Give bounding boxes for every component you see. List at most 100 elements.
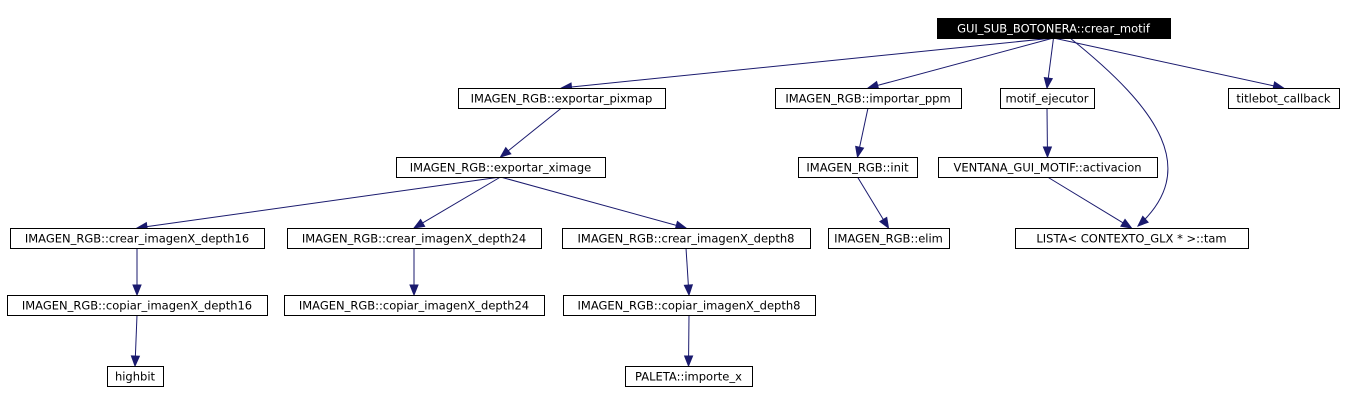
edge-imp_ppm-to-init — [855, 107, 869, 159]
node-label: IMAGEN_RGB::exportar_ximage — [410, 161, 591, 175]
node-elim[interactable]: IMAGEN_RGB::elim — [828, 228, 950, 249]
node-exp_pixmap[interactable]: IMAGEN_RGB::exportar_pixmap — [458, 88, 666, 109]
node-label: IMAGEN_RGB::init — [806, 161, 909, 175]
edge-line — [571, 37, 1054, 88]
edge-arrowhead — [132, 284, 142, 297]
edge-arrowhead — [1120, 218, 1133, 229]
node-box[interactable] — [396, 157, 606, 178]
node-box[interactable] — [563, 295, 816, 316]
edge-root-to-titlebot — [1053, 37, 1285, 91]
edges-layer — [130, 37, 1285, 368]
node-copiar8[interactable]: IMAGEN_RGB::copiar_imagenX_depth8 — [563, 295, 816, 316]
edge-line — [1053, 37, 1274, 87]
node-label: IMAGEN_RGB::copiar_imagenX_depth24 — [299, 299, 529, 313]
edge-line — [507, 107, 562, 152]
edge-motif_ej-to-activacion — [1042, 107, 1053, 159]
edge-line — [857, 176, 884, 220]
node-paleta[interactable]: PALETA::importe_x — [625, 366, 753, 387]
node-box[interactable] — [284, 295, 545, 316]
node-label: IMAGEN_RGB::crear_imagenX_depth24 — [302, 232, 526, 246]
edge-arrowhead — [1137, 215, 1149, 227]
node-imp_ppm[interactable]: IMAGEN_RGB::importar_ppm — [775, 88, 962, 109]
edge-arrowhead — [409, 284, 419, 297]
node-label: IMAGEN_RGB::exportar_pixmap — [471, 92, 653, 106]
edge-activacion-to-lista_tam — [1047, 176, 1133, 229]
node-root[interactable]: GUI_SUB_BOTONERA::crear_motif — [937, 18, 1171, 39]
node-label: highbit — [115, 370, 156, 384]
node-copiar16[interactable]: IMAGEN_RGB::copiar_imagenX_depth16 — [7, 295, 268, 316]
node-crear24[interactable]: IMAGEN_RGB::crear_imagenX_depth24 — [287, 228, 542, 249]
edge-arrowhead — [130, 355, 141, 368]
node-label: LISTA< CONTEXTO_GLX * >::tam — [1036, 232, 1226, 246]
node-box[interactable] — [10, 228, 265, 249]
node-lista_tam[interactable]: LISTA< CONTEXTO_GLX * >::tam — [1015, 228, 1249, 249]
node-label: IMAGEN_RGB::copiar_imagenX_depth8 — [578, 299, 801, 313]
edge-line — [500, 176, 677, 226]
node-crear16[interactable]: IMAGEN_RGB::crear_imagenX_depth16 — [10, 228, 265, 249]
node-box[interactable] — [562, 228, 811, 249]
edge-crear8-to-copiar8 — [683, 247, 694, 297]
edge-arrowhead — [1042, 146, 1053, 159]
node-label: titlebot_callback — [1236, 92, 1331, 106]
node-label: IMAGEN_RGB::copiar_imagenX_depth16 — [22, 299, 252, 313]
node-box[interactable] — [458, 88, 666, 109]
edge-arrowhead — [412, 218, 426, 229]
node-crear8[interactable]: IMAGEN_RGB::crear_imagenX_depth8 — [562, 228, 811, 249]
node-box[interactable] — [798, 157, 918, 178]
node-box[interactable] — [828, 228, 950, 249]
nodes-layer: GUI_SUB_BOTONERA::crear_motifIMAGEN_RGB:… — [7, 18, 1340, 387]
node-exp_ximage[interactable]: IMAGEN_RGB::exportar_ximage — [396, 157, 606, 178]
edge-line — [1047, 37, 1054, 79]
edge-line — [685, 247, 689, 286]
node-box[interactable] — [1015, 228, 1249, 249]
node-label: IMAGEN_RGB::crear_imagenX_depth8 — [578, 232, 795, 246]
node-label: IMAGEN_RGB::crear_imagenX_depth16 — [25, 232, 249, 246]
edge-line — [146, 176, 501, 228]
edge-arrowhead — [878, 216, 890, 230]
node-motif_ej[interactable]: motif_ejecutor — [1000, 88, 1095, 109]
edge-line — [877, 37, 1054, 86]
node-box[interactable] — [287, 228, 542, 249]
edge-arrowhead — [683, 284, 694, 297]
node-activacion[interactable]: VENTANA_GUI_MOTIF::activacion — [938, 157, 1158, 178]
edge-arrowhead — [1043, 76, 1054, 90]
edge-arrowhead — [683, 355, 694, 368]
edge-line — [1047, 176, 1124, 224]
node-box[interactable] — [625, 366, 753, 387]
edge-line — [1069, 37, 1169, 227]
node-box[interactable] — [775, 88, 962, 109]
edge-arrowhead — [499, 146, 512, 158]
node-label: GUI_SUB_BOTONERA::crear_motif — [957, 22, 1151, 36]
edge-root-to-lista_tam — [1069, 37, 1169, 227]
node-label: IMAGEN_RGB::elim — [834, 232, 943, 246]
edge-line — [859, 107, 869, 148]
node-init[interactable]: IMAGEN_RGB::init — [798, 157, 918, 178]
edge-exp_pixmap-to-exp_ximage — [499, 107, 562, 158]
edge-exp_ximage-to-crear24 — [412, 176, 501, 229]
edge-init-to-elim — [857, 176, 890, 230]
edge-line — [422, 176, 501, 224]
node-highbit[interactable]: highbit — [107, 366, 164, 387]
edge-copiar16-to-highbit — [130, 314, 141, 368]
edge-copiar8-to-paleta — [683, 314, 694, 368]
edge-root-to-imp_ppm — [866, 37, 1054, 90]
node-copiar24[interactable]: IMAGEN_RGB::copiar_imagenX_depth24 — [284, 295, 545, 316]
edge-crear24-to-copiar24 — [409, 248, 419, 297]
node-label: VENTANA_GUI_MOTIF::activacion — [953, 161, 1141, 175]
edge-exp_ximage-to-crear8 — [500, 176, 688, 230]
node-box[interactable] — [7, 295, 268, 316]
node-box[interactable] — [1228, 88, 1340, 109]
edge-arrowhead — [855, 145, 865, 159]
node-titlebot[interactable]: titlebot_callback — [1228, 88, 1340, 109]
edge-crear16-to-copiar16 — [132, 248, 142, 297]
node-label: PALETA::importe_x — [635, 370, 742, 384]
node-label: motif_ejecutor — [1006, 92, 1089, 106]
node-box[interactable] — [938, 157, 1158, 178]
node-box[interactable] — [107, 366, 164, 387]
edge-root-to-exp_pixmap — [560, 37, 1054, 92]
node-label: IMAGEN_RGB::importar_ppm — [785, 92, 950, 106]
node-box[interactable] — [937, 18, 1171, 39]
edge-line — [134, 314, 138, 357]
node-box[interactable] — [1000, 88, 1095, 109]
